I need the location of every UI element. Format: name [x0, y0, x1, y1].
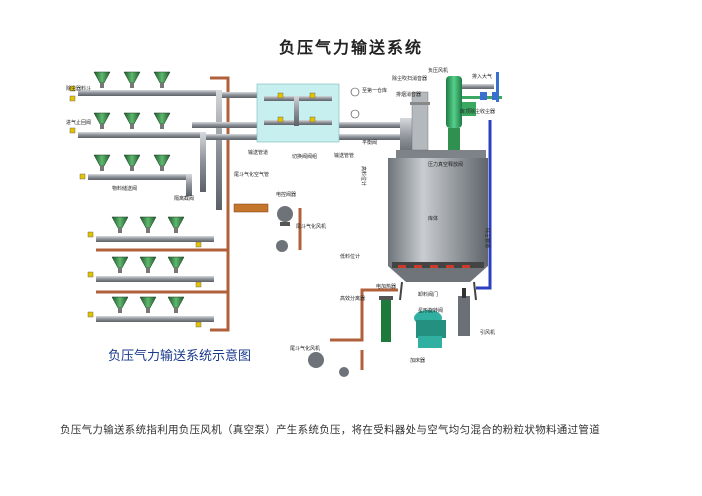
fan-air-blower-1 [276, 206, 293, 252]
air-pipe-network [96, 76, 398, 370]
pressure-gauge-icon [350, 87, 360, 97]
hopper-row-3 [79, 154, 188, 180]
vent-pipe [476, 120, 492, 290]
separator [379, 296, 393, 342]
label-vent-pipe: 除尘管道 [484, 228, 491, 248]
label-convey: 输送管管 [334, 152, 354, 159]
exhaust-valves [462, 72, 502, 102]
label-fan1: 尾斗气化风机 [296, 223, 326, 230]
vacuum-fan [446, 76, 494, 150]
label-rotary: 星形旋转阀 [418, 307, 443, 314]
label-air: 尾斗气化空气管 [234, 171, 269, 178]
labels: 除尘器料斗 进气止回阀 物料储送阀 隔离截阀 输送管道 切换阀阀组 输送管管 尾… [66, 67, 495, 364]
top-hopper-bank [69, 71, 222, 210]
outlet-fan [458, 288, 470, 336]
label-low-level: 低料位计 [340, 253, 360, 260]
label-pressure: 压力真空释放阀 [428, 161, 463, 168]
label-vent-valve: 平衡阀 [362, 139, 377, 146]
label-inlet: 进气止回阀 [66, 119, 91, 126]
label-fan2: 尾斗气化风机 [290, 345, 320, 352]
label-exhaust: 排烟消音器 [396, 91, 421, 98]
label-hopper: 除尘器料斗 [66, 85, 91, 92]
bottom-hopper-bank [87, 216, 214, 328]
schematic-title: 负压气力输送系统示意图 [108, 348, 251, 364]
label-transfer: 输送管道 [248, 149, 268, 156]
label-heater: 电加热器 [376, 283, 396, 290]
hopper-row-2 [69, 112, 202, 138]
caption-text: 负压气力输送系统指利用负压风机（真空泵）产生系统负压，将在受料器处与空气均匀混合… [60, 424, 600, 436]
label-secondary: 库顶除尘收尘器 [460, 108, 495, 115]
label-stage1: 至第一仓库 [362, 87, 387, 94]
label-to-air: 排入大气 [472, 73, 492, 80]
label-motor: 电控阀器 [276, 191, 296, 198]
label-unloader: 加床器 [410, 357, 425, 364]
label-tank: 库体 [428, 215, 438, 222]
label-outlet-fan: 引风机 [480, 329, 495, 336]
unloader [414, 310, 446, 348]
label-material: 物料储送阀 [112, 185, 137, 192]
label-level: 高料位计 [360, 166, 367, 186]
switch-valve-panel [256, 83, 340, 143]
label-separator: 高效分离器 [340, 295, 365, 302]
storage-tank [388, 150, 488, 301]
hopper-row-1 [69, 71, 218, 102]
label-switch: 切换阀阀组 [292, 153, 317, 160]
label-discharge: 卸料阀门 [418, 291, 438, 298]
heater-element [233, 203, 269, 213]
pressure-gauge-icon [350, 109, 360, 119]
fan-air-blower-2 [308, 352, 349, 377]
label-muffler: 除尘吹扫消音器 [392, 75, 427, 82]
label-isolation: 隔离截阀 [174, 195, 194, 202]
page-title: 负压气力输送系统 [278, 38, 423, 57]
label-vacuum-fan: 负压风机 [428, 67, 448, 74]
dust-filter-unit [410, 91, 430, 151]
